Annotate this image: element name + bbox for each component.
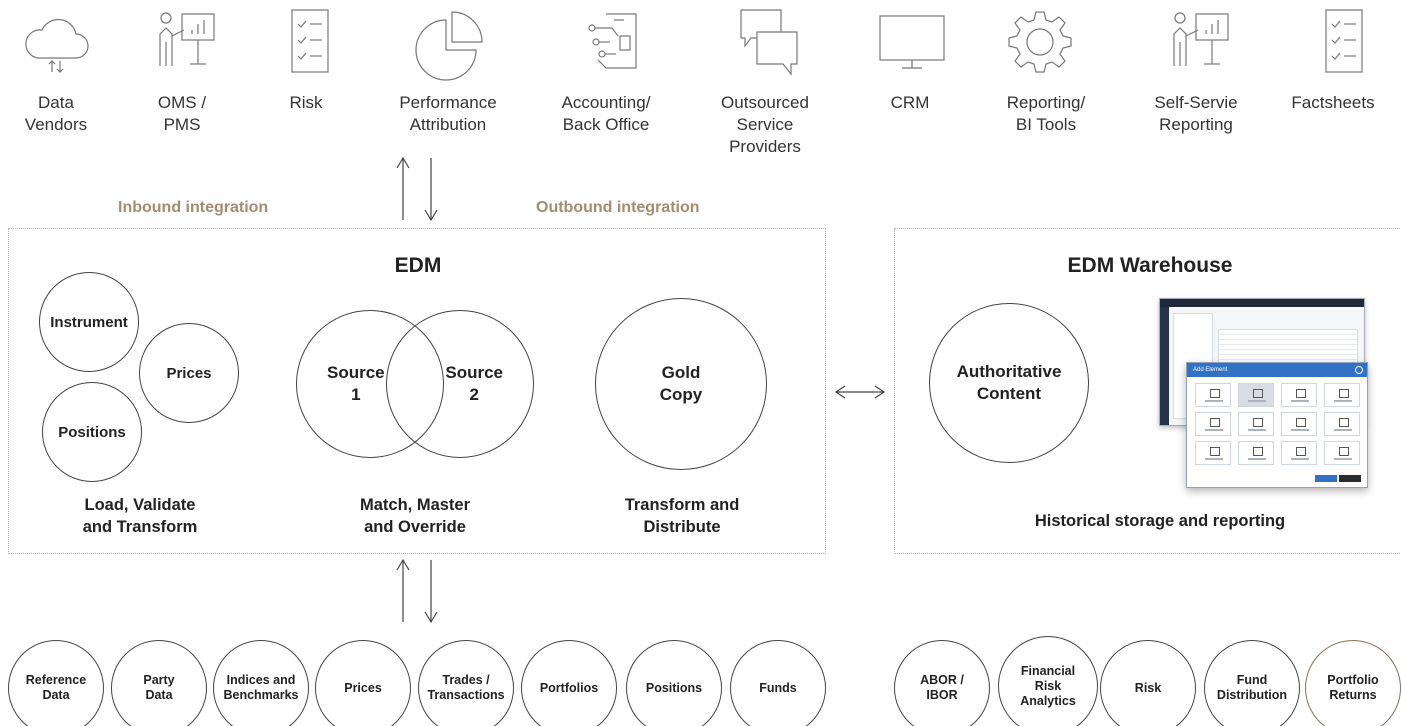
output-circle-abor-ibor: ABOR / IBOR [894, 640, 990, 726]
monitor-icon [860, 6, 960, 86]
system-label-factsheets: Factsheets [1291, 93, 1375, 112]
inbound-integration-label: Inbound integration [118, 199, 269, 216]
authoritative-content-circle: Authoritative Content [929, 303, 1089, 463]
system-label-crm: CRM [890, 93, 930, 112]
system-label-accounting: Accounting/ Back Office [561, 93, 651, 134]
source-circle-indices-benchmarks: Indices and Benchmarks [213, 640, 309, 726]
prices-circle: Prices [139, 323, 239, 423]
checklist-icon [256, 6, 356, 86]
system-label-oms-pms: OMS / PMS [157, 93, 207, 134]
instrument-circle: Instrument [39, 272, 139, 372]
presenter-icon [1146, 6, 1246, 86]
gear-icon [990, 6, 1090, 86]
transform-distribute-caption: Transform and Distribute [624, 496, 740, 536]
output-circle-portfolio-returns: Portfolio Returns [1305, 640, 1401, 726]
chat-icon [715, 6, 815, 86]
gold-copy-circle: Gold Copy [595, 298, 767, 470]
source-2-label: Source 2 [445, 363, 503, 404]
edm-warehouse-title: EDM Warehouse [1067, 254, 1233, 277]
positions-circle: Positions [42, 382, 142, 482]
source-1-label: Source 1 [327, 363, 385, 404]
output-circle-risk: Risk [1100, 640, 1196, 726]
system-label-self-service-reporting: Self-Servie Reporting [1154, 93, 1238, 134]
source-circle-trades: Trades / Transactions [418, 640, 514, 726]
output-circle-financial-risk-analytics: Financial Risk Analytics [998, 636, 1098, 726]
output-circle-fund-distribution: Fund Distribution [1204, 640, 1300, 726]
add-element-dialog-screenshot: Add Element [1186, 362, 1368, 488]
edm-title: EDM [394, 254, 442, 277]
source-circle-positions: Positions [626, 640, 722, 726]
system-label-reporting-bi: Reporting/ BI Tools [1006, 93, 1086, 134]
match-master-caption: Match, Master and Override [359, 496, 471, 536]
pie-chart-icon [398, 6, 498, 86]
source-circle-party-data: Party Data [111, 640, 207, 726]
edm-panel [8, 228, 826, 554]
load-validate-caption: Load, Validate and Transform [82, 496, 198, 536]
checklist-icon [1290, 6, 1390, 86]
edm-warehouse-panel [894, 228, 1401, 554]
source-circle-funds: Funds [730, 640, 826, 726]
source-2-circle: Source 2 [386, 310, 534, 458]
system-label-data-vendors: Data Vendors [24, 93, 88, 134]
source-circle-prices: Prices [315, 640, 411, 726]
system-label-risk: Risk [289, 93, 323, 112]
outbound-integration-label: Outbound integration [536, 199, 700, 216]
historical-storage-caption: Historical storage and reporting [1034, 512, 1286, 530]
source-circle-portfolios: Portfolios [521, 640, 617, 726]
add-element-title: Add Element [1193, 367, 1228, 373]
system-label-performance-attribution: Performance Attribution [399, 93, 497, 134]
cloud-icon [6, 6, 106, 86]
circuit-icon [556, 6, 656, 86]
system-label-outsourced-providers: Outsourced Service Providers [721, 93, 809, 156]
source-circle-reference-data: Reference Data [8, 640, 104, 726]
close-icon [1355, 366, 1363, 374]
presenter-icon [132, 6, 232, 86]
